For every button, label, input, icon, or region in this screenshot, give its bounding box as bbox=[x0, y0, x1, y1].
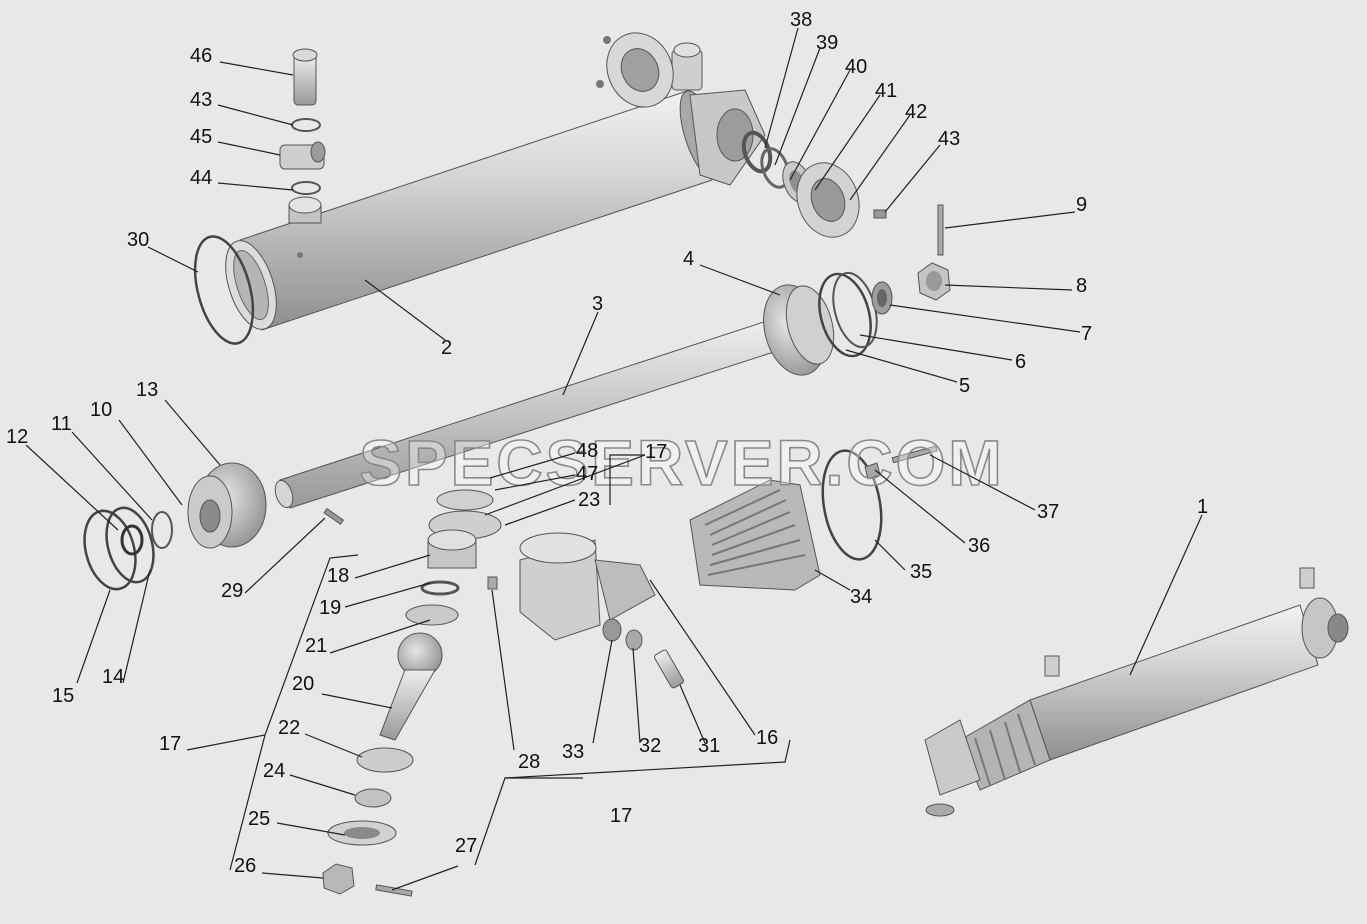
seal-rings-38-42 bbox=[741, 130, 887, 238]
callout-43-right: 43 bbox=[938, 128, 960, 150]
assembled-cylinder-1 bbox=[924, 567, 1349, 817]
callout-35: 35 bbox=[910, 561, 932, 583]
o-ring-30 bbox=[193, 235, 255, 345]
callout-4: 4 bbox=[683, 248, 694, 270]
guide-13 bbox=[187, 462, 267, 549]
callout-38: 38 bbox=[790, 9, 812, 31]
callout-27: 27 bbox=[455, 835, 477, 857]
fitting-boss bbox=[288, 196, 322, 224]
callout-40: 40 bbox=[845, 56, 867, 78]
callout-17-bottom: 17 bbox=[610, 805, 632, 827]
callout-39: 39 bbox=[816, 32, 838, 54]
pin-9 bbox=[937, 204, 944, 256]
callout-11: 11 bbox=[51, 413, 72, 435]
callout-36: 36 bbox=[968, 535, 990, 557]
watermark-text: SPECSERVER.COM bbox=[359, 427, 1004, 499]
callout-25: 25 bbox=[248, 808, 270, 830]
callout-14: 14 bbox=[102, 666, 124, 688]
nut-8 bbox=[917, 262, 951, 301]
callout-33: 33 bbox=[562, 741, 584, 763]
callout-37: 37 bbox=[1037, 501, 1059, 523]
end-flange-assembly bbox=[596, 32, 766, 186]
callout-22: 22 bbox=[278, 717, 300, 739]
callout-17-left: 17 bbox=[159, 733, 181, 755]
callout-20: 20 bbox=[292, 673, 314, 695]
callout-19: 19 bbox=[319, 597, 341, 619]
tie-rod-end-16 bbox=[487, 532, 684, 689]
callout-15: 15 bbox=[52, 685, 74, 707]
callout-21: 21 bbox=[305, 635, 327, 657]
callout-34: 34 bbox=[850, 586, 872, 608]
boot-34 bbox=[689, 445, 938, 591]
callout-48: 48 bbox=[576, 440, 598, 462]
callout-18: 18 bbox=[327, 565, 349, 587]
callout-29: 29 bbox=[221, 580, 243, 602]
rings-11-15 bbox=[83, 506, 173, 591]
callout-12: 12 bbox=[6, 426, 28, 448]
callout-5: 5 bbox=[959, 375, 970, 397]
callout-1: 1 bbox=[1197, 496, 1208, 518]
callout-30: 30 bbox=[127, 229, 149, 251]
callout-3: 3 bbox=[592, 293, 603, 315]
callout-32: 32 bbox=[639, 735, 661, 757]
fitting-stack-43-46 bbox=[279, 48, 326, 195]
leader-lines bbox=[25, 27, 1203, 891]
callout-10: 10 bbox=[90, 399, 112, 421]
rings-5-7 bbox=[818, 271, 893, 358]
callout-17-top: 17 bbox=[645, 441, 667, 463]
callout-24: 24 bbox=[263, 760, 285, 782]
piston-4 bbox=[763, 284, 835, 376]
callout-7: 7 bbox=[1081, 323, 1092, 345]
callout-47: 47 bbox=[576, 463, 598, 485]
callout-26: 26 bbox=[234, 855, 256, 877]
callout-44: 44 bbox=[190, 167, 212, 189]
callout-labels: 1 2 3 4 5 6 7 8 9 10 11 12 13 14 15 16 1… bbox=[6, 9, 1208, 877]
ball-joint-stack bbox=[322, 489, 502, 897]
callout-46: 46 bbox=[190, 45, 212, 67]
callout-13: 13 bbox=[136, 379, 158, 401]
callout-42: 42 bbox=[905, 101, 927, 123]
callout-6: 6 bbox=[1015, 351, 1026, 373]
callout-28: 28 bbox=[518, 751, 540, 773]
callout-31: 31 bbox=[698, 735, 720, 757]
main-cylinder-2 bbox=[225, 89, 723, 331]
callout-2: 2 bbox=[441, 337, 452, 359]
callout-23: 23 bbox=[578, 489, 600, 511]
callout-45: 45 bbox=[190, 126, 212, 148]
callout-43-left: 43 bbox=[190, 89, 212, 111]
callout-16: 16 bbox=[756, 727, 778, 749]
callout-9: 9 bbox=[1076, 194, 1087, 216]
pin-29 bbox=[323, 507, 345, 525]
callout-8: 8 bbox=[1076, 275, 1087, 297]
callout-41: 41 bbox=[875, 80, 897, 102]
